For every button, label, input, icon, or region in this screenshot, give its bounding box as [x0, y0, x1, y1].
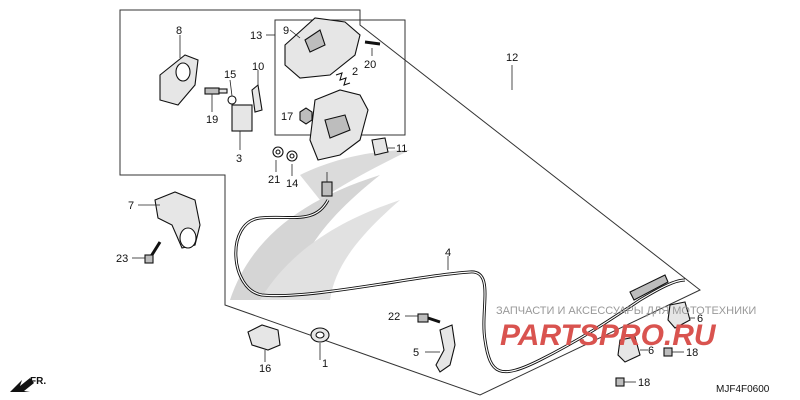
part-10-clip	[251, 70, 263, 113]
callout-7: 7	[128, 200, 134, 212]
part-18-bolt-upper	[663, 347, 684, 357]
part-16-clamp	[247, 324, 281, 362]
part-11-clip	[371, 137, 395, 156]
callout-2: 2	[352, 66, 358, 78]
callout-6-upper: 6	[697, 313, 703, 325]
diagram-code: MJF4F0600	[716, 384, 770, 395]
callout-3: 3	[236, 153, 242, 165]
part-18-bolt-lower	[615, 377, 636, 387]
callout-6-lower: 6	[648, 345, 654, 357]
callout-9: 9	[283, 25, 289, 37]
part-14-washer	[286, 150, 298, 176]
part-6-clamp-lower	[617, 336, 648, 363]
part-2-spring	[335, 72, 351, 86]
callout-5: 5	[413, 347, 419, 359]
part-5-bracket	[425, 324, 456, 373]
front-direction-arrow-icon: FR.	[10, 376, 46, 392]
callout-18-lower: 18	[638, 377, 650, 389]
part-1-grommet	[310, 327, 330, 360]
part-20-pin	[364, 40, 381, 56]
part-8-bracket	[159, 35, 199, 106]
callout-13: 13	[250, 30, 262, 42]
callout-17: 17	[281, 111, 293, 123]
part-7-holder	[138, 191, 201, 249]
callout-14: 14	[286, 178, 298, 190]
watermark-logo: PARTSPRO.RU	[500, 319, 717, 352]
part-19-bolt	[204, 87, 228, 112]
latch-assembly	[309, 89, 369, 161]
callout-22: 22	[388, 311, 400, 323]
callout-15: 15	[224, 69, 236, 81]
callout-21: 21	[268, 174, 280, 186]
callout-19: 19	[206, 114, 218, 126]
callout-8: 8	[176, 25, 182, 37]
callout-11: 11	[396, 143, 407, 155]
callout-10: 10	[252, 61, 264, 73]
watermark-text: ЗАПЧАСТИ И АКСЕССУАРЫ ДЛЯ МОТОТЕХНИКИ	[496, 305, 756, 317]
part-6-clamp-upper	[667, 301, 695, 329]
part-21-washer	[272, 146, 284, 172]
part-23-bolt	[132, 241, 162, 264]
part-3-switch	[231, 104, 253, 150]
callout-4: 4	[445, 247, 451, 259]
callout-20: 20	[364, 59, 376, 71]
part-17-nut	[299, 107, 313, 125]
callout-12: 12	[506, 52, 518, 64]
part-9-cover	[284, 17, 361, 79]
callout-18-upper: 18	[686, 347, 698, 359]
part-22-bolt	[405, 313, 441, 324]
callout-23: 23	[116, 253, 128, 265]
callout-16: 16	[259, 363, 271, 375]
part-15-washer	[227, 79, 237, 105]
part-4-cable	[234, 172, 686, 374]
callout-1: 1	[322, 358, 328, 370]
front-direction-label: FR.	[30, 376, 46, 387]
watermark-wing	[230, 150, 410, 300]
